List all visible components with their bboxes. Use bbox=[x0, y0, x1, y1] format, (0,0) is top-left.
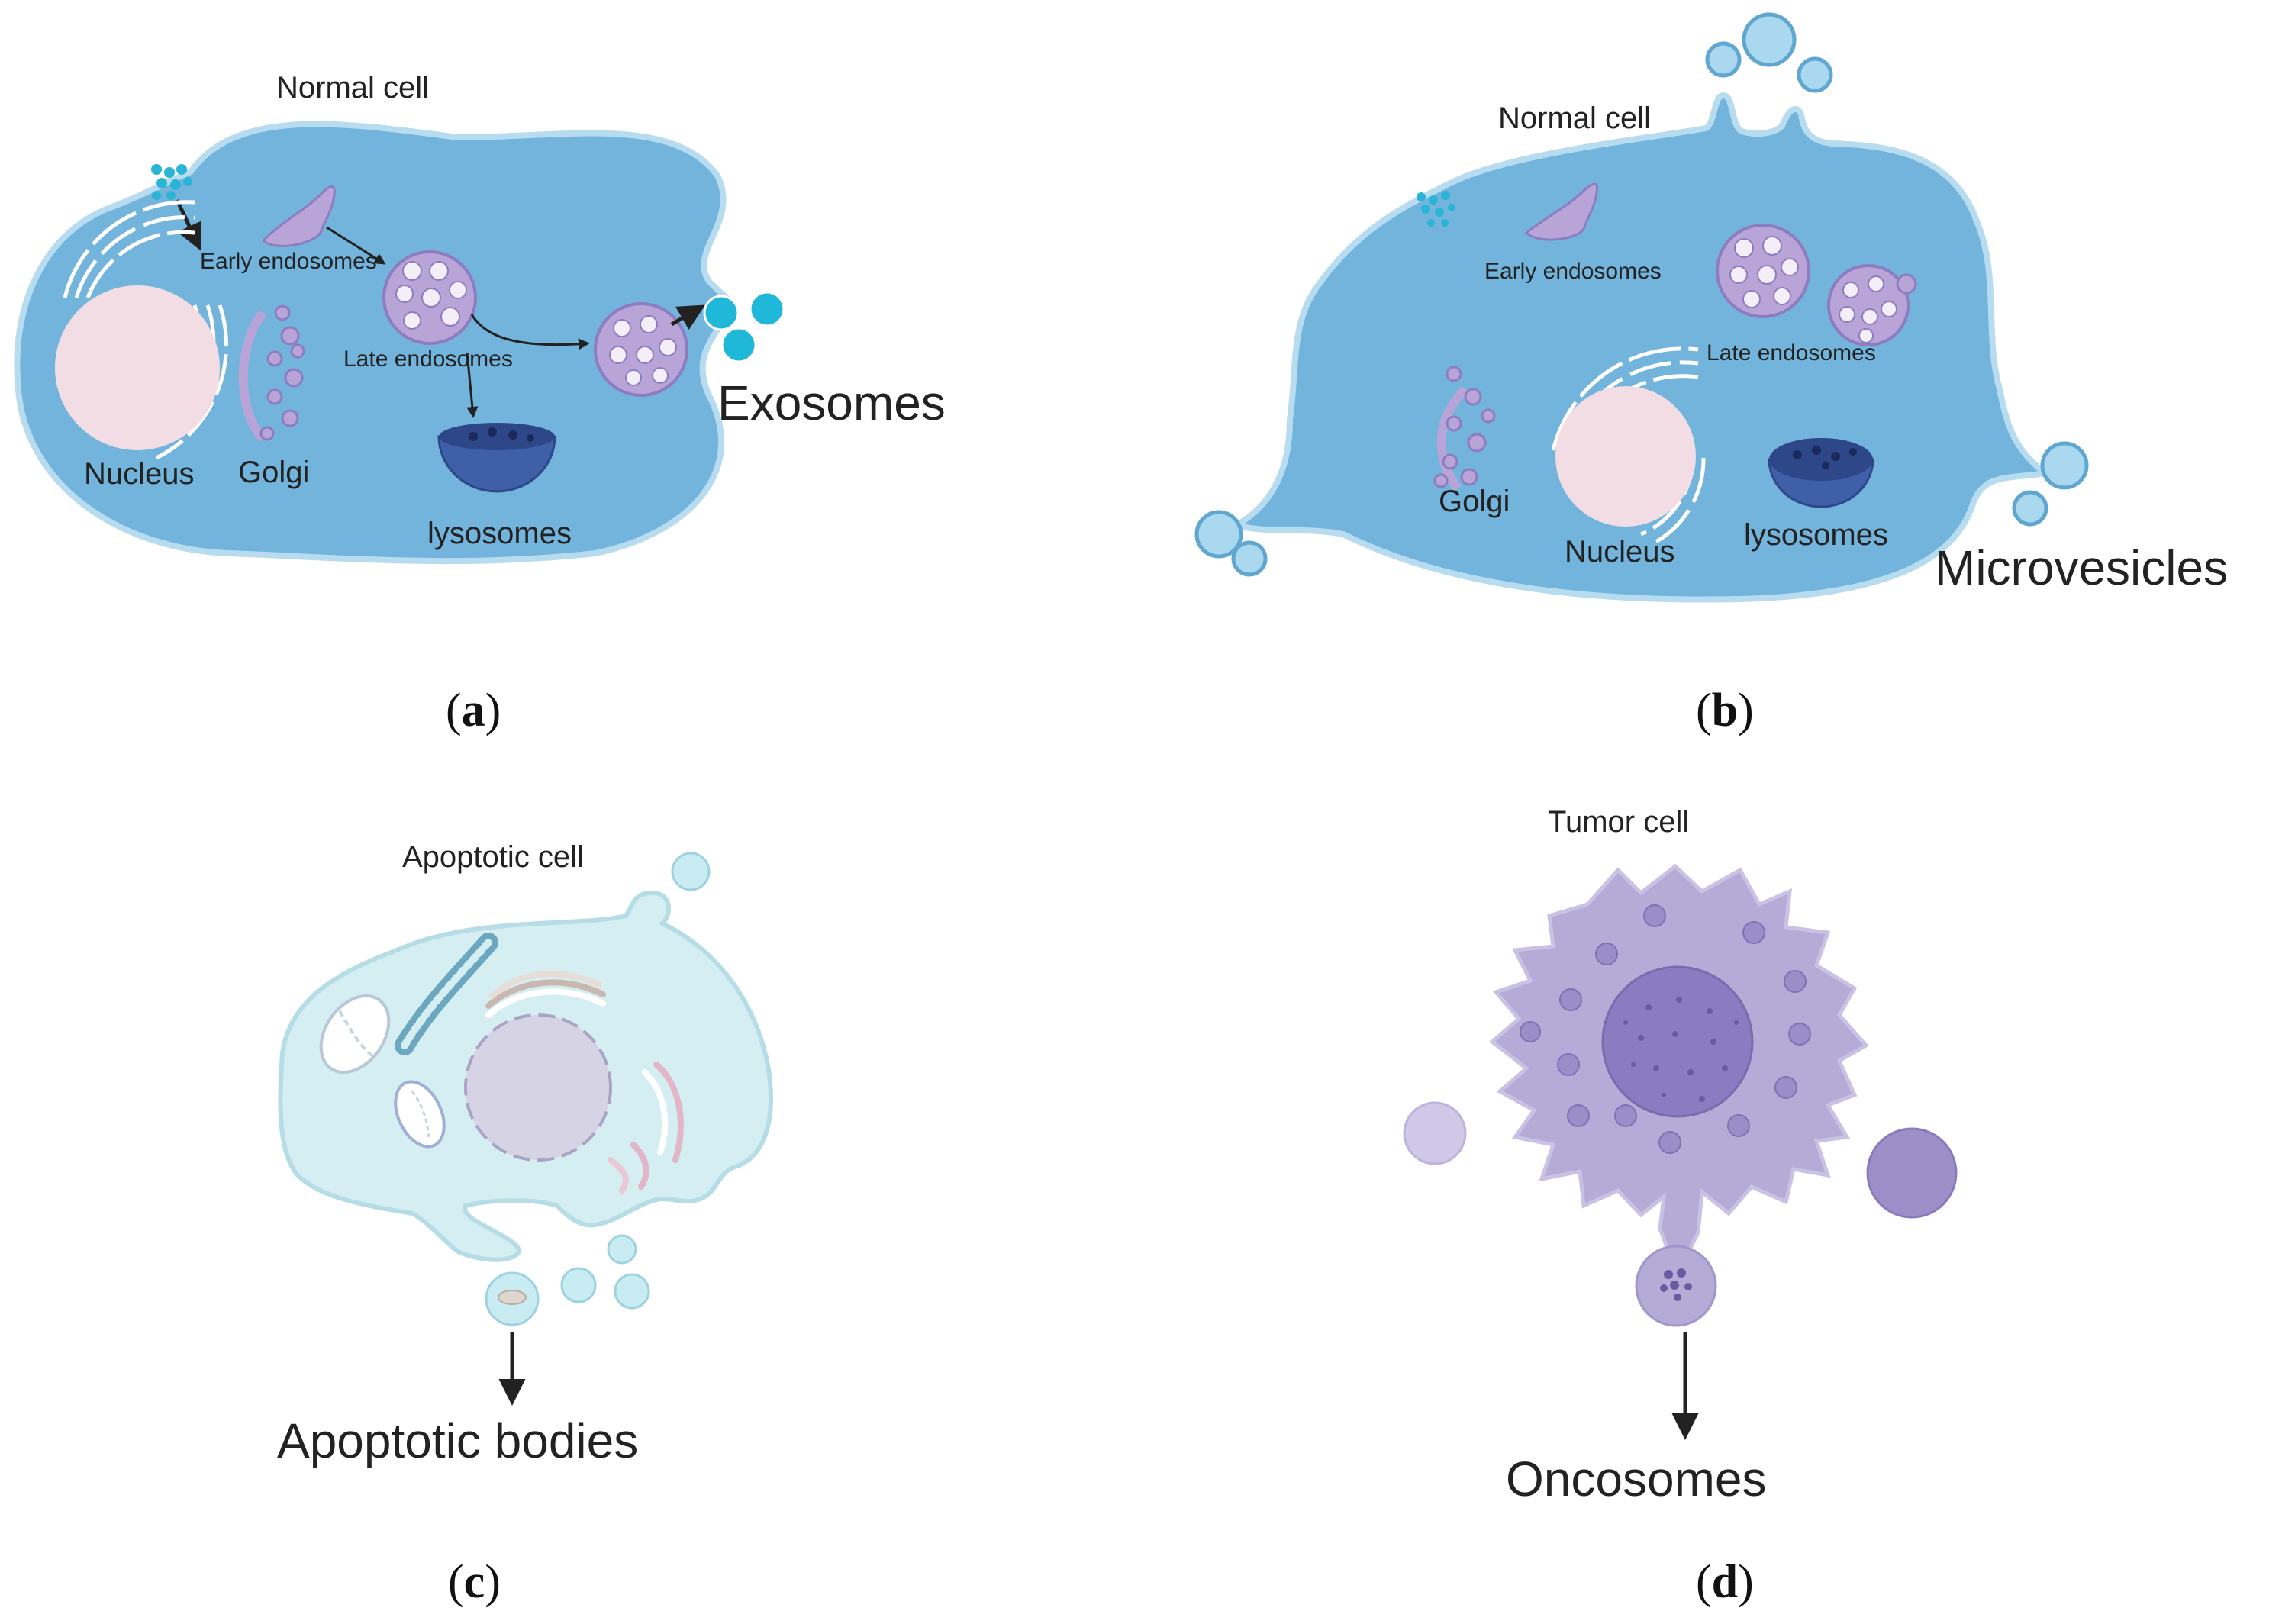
microvesicle-particles-b bbox=[1194, 12, 2089, 577]
mitochondrion-icon-c3 bbox=[394, 1080, 446, 1149]
late-endosomes-label-a: Late endosomes bbox=[343, 346, 513, 372]
caption-d: (d) bbox=[1696, 1556, 1754, 1608]
late-endosomes-label-b: Late endosomes bbox=[1707, 340, 1876, 366]
lysosomes-label-a: lysosomes bbox=[427, 517, 572, 550]
apoptotic-bodies-label: Apoptotic bodies bbox=[277, 1413, 638, 1468]
nucleus-a bbox=[55, 285, 220, 450]
panel-b: Early endosomes Late endosomes Golgi bbox=[1194, 12, 2228, 736]
early-endosomes-label-a: Early endosomes bbox=[200, 249, 377, 274]
cargo-dots-icon-b bbox=[1417, 191, 1455, 227]
normal-cell-label-b: Normal cell bbox=[1498, 102, 1651, 135]
apoptotic-bodies-particles-c bbox=[485, 852, 711, 1326]
mitochondrion-icon-c1 bbox=[319, 994, 391, 1075]
late-endosome-icon-b2 bbox=[1827, 264, 1917, 346]
late-endosome-icon-b1 bbox=[1716, 224, 1810, 318]
tumor-nucleus bbox=[1601, 965, 1754, 1118]
tumor-vesicles bbox=[1520, 904, 1811, 1154]
oncosome-cargo-icon bbox=[1660, 1268, 1692, 1301]
caption-b: (b) bbox=[1696, 685, 1754, 736]
nucleus-b bbox=[1555, 386, 1696, 527]
golgi-icon-b bbox=[1433, 366, 1496, 491]
cargo-dots-icon bbox=[151, 164, 192, 200]
lysosomes-label-b: lysosomes bbox=[1744, 518, 1888, 552]
oncosomes-label: Oncosomes bbox=[1506, 1452, 1766, 1506]
uptake-arrow bbox=[175, 198, 202, 251]
caption-a: (a) bbox=[446, 685, 501, 736]
apoptotic-cell-label: Apoptotic cell bbox=[402, 840, 584, 874]
panel-d: Oncosomes Tumor cell (d) bbox=[1403, 805, 1958, 1608]
golgi-label-a: Golgi bbox=[238, 456, 309, 489]
nucleus-label-a: Nucleus bbox=[84, 457, 195, 491]
microvesicles-label: Microvesicles bbox=[1935, 540, 2228, 595]
early-endosome-icon-b bbox=[1524, 182, 1599, 241]
late-to-lysosome-arrow bbox=[466, 352, 479, 418]
early-endosomes-label-b: Early endosomes bbox=[1484, 259, 1662, 284]
early-endosome-icon-a bbox=[261, 185, 336, 247]
exosome-particles-a bbox=[703, 291, 785, 363]
mitochondrion-icon-c2 bbox=[395, 933, 498, 1055]
golgi-label-b: Golgi bbox=[1439, 485, 1510, 518]
apoptotic-body-debris-icon bbox=[498, 1290, 527, 1305]
exosomes-label: Exosomes bbox=[717, 375, 946, 430]
golgi-icon-a bbox=[238, 304, 305, 443]
panel-a: Nucleus Golgi Early endosomes Late endos… bbox=[14, 71, 946, 736]
mvb-icon-a bbox=[594, 302, 688, 397]
nucleus-c bbox=[464, 1013, 612, 1162]
tumor-cell-label: Tumor cell bbox=[1548, 805, 1689, 839]
exocytosis-arrow bbox=[670, 304, 706, 330]
nucleus-label-b: Nucleus bbox=[1565, 535, 1675, 569]
er-fragments-icon-c bbox=[485, 971, 684, 1194]
normal-cell-label-a: Normal cell bbox=[276, 71, 429, 105]
lysosome-icon-b bbox=[1768, 438, 1874, 508]
late-endosome-icon-a bbox=[382, 250, 477, 345]
tumor-nucleus-chromatin bbox=[1623, 997, 1739, 1102]
late-to-mvb-arrow bbox=[470, 314, 590, 350]
lysosome-icon-a bbox=[437, 423, 556, 493]
caption-c: (c) bbox=[448, 1556, 501, 1608]
panel-c: Apoptotic bodies Apoptotic cell (c) bbox=[277, 840, 773, 1608]
early-to-late-arrow bbox=[326, 226, 386, 265]
